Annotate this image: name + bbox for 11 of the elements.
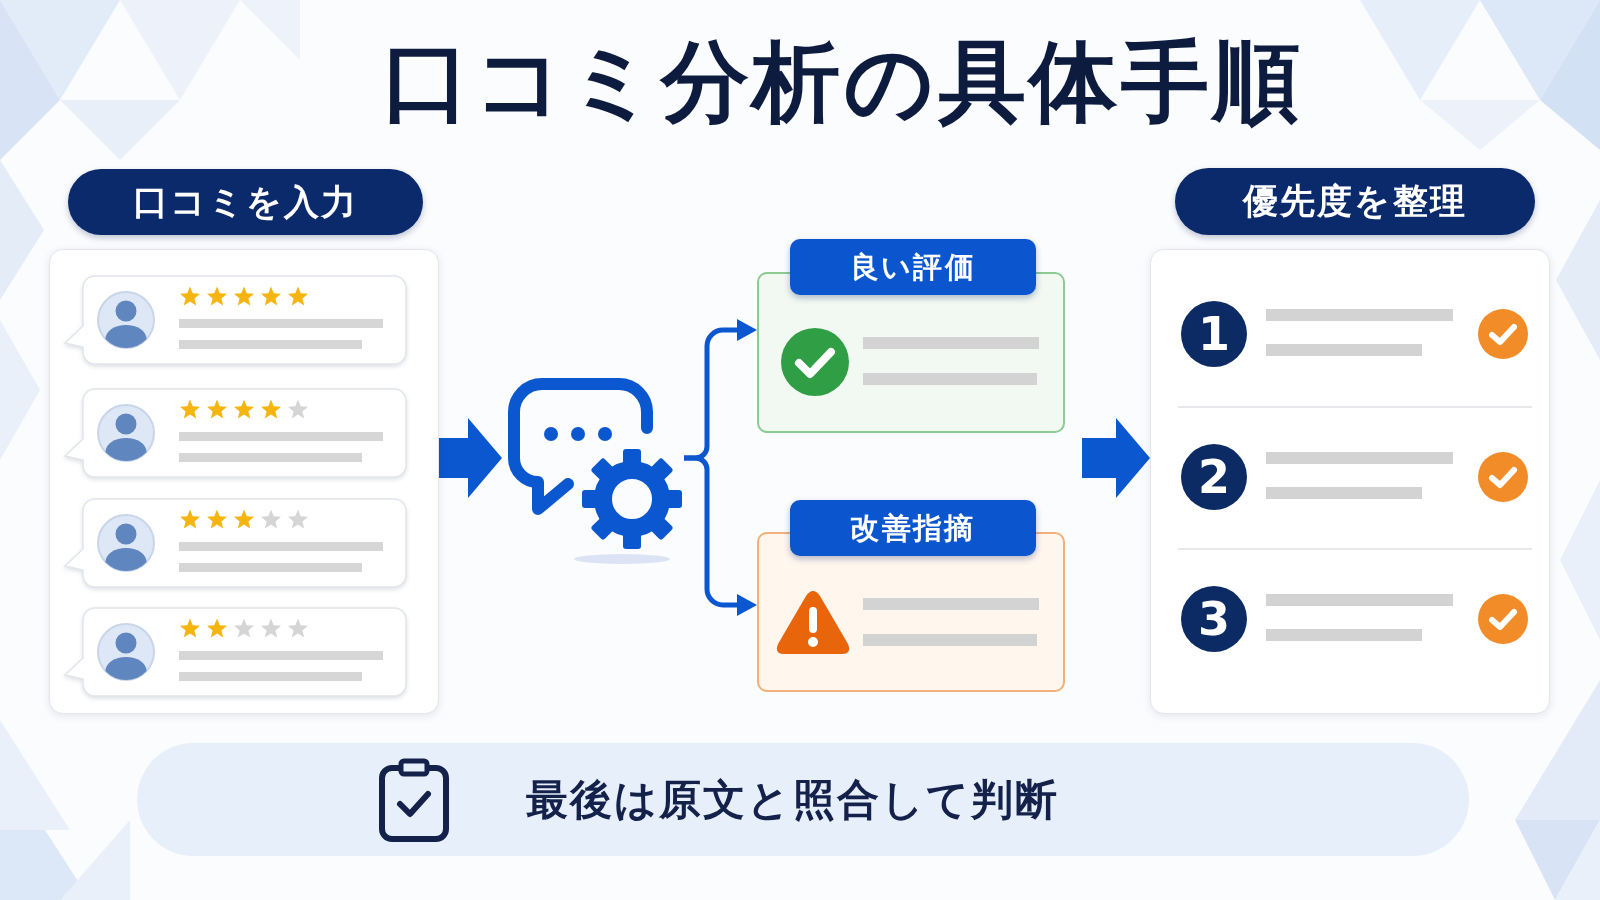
step-number: 1 [1181, 301, 1247, 367]
arrow [684, 455, 757, 616]
heading-tab: 良い評価 [790, 239, 1036, 295]
heading-tab: 改善指摘 [790, 500, 1036, 556]
block-arrow [439, 418, 502, 498]
step-number: 3 [1181, 586, 1247, 652]
heading-pill: 口コミを入力 [68, 169, 423, 235]
note-text: 最後は原文と照合して判断 [526, 778, 1060, 821]
block-arrow [1082, 418, 1150, 498]
heading-pill: 優先度を整理 [1175, 168, 1535, 235]
step-number: 2 [1181, 444, 1247, 510]
